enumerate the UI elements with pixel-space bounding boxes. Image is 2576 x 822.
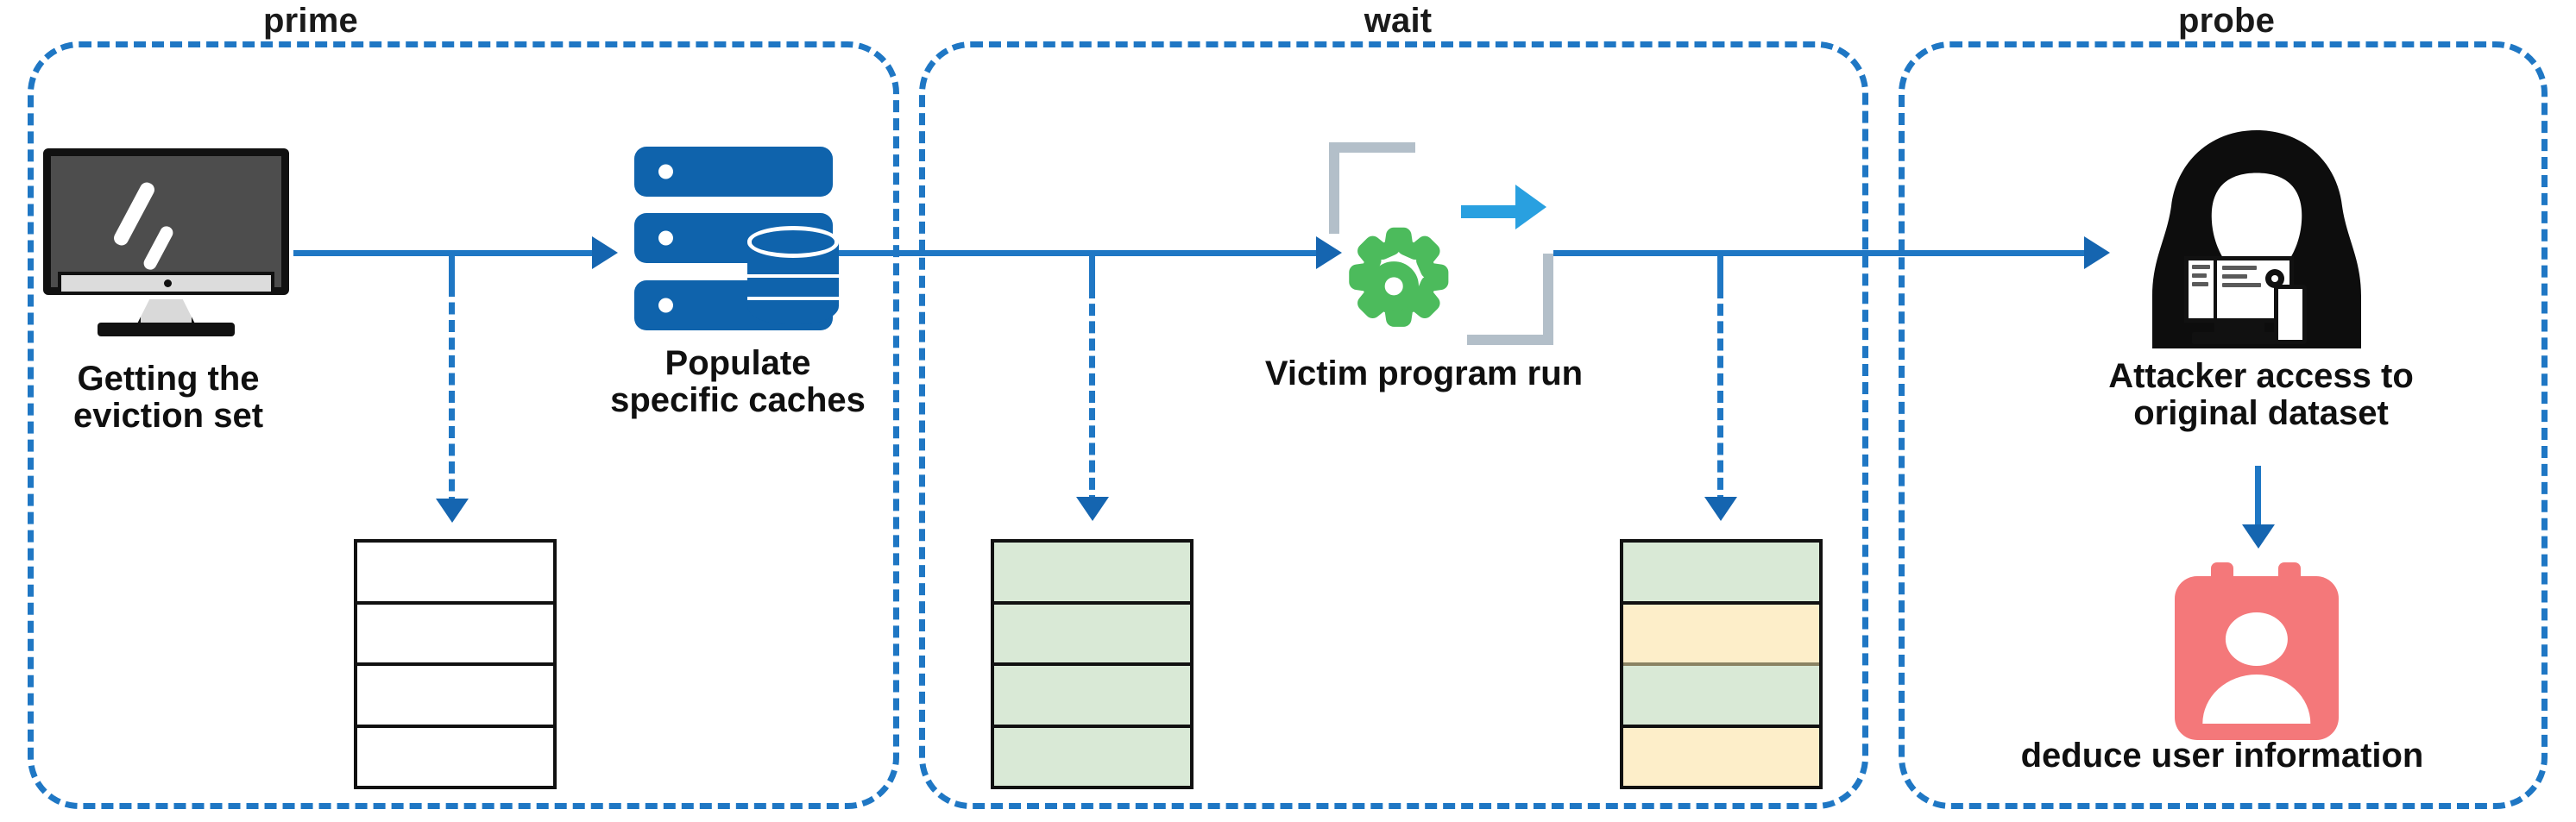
badge-person-head: [2225, 612, 2289, 667]
monitor-slash-upper: [111, 180, 157, 248]
gear-icon: [1349, 227, 1449, 327]
monitor-screen: [51, 156, 281, 288]
bracket-top-left: [1329, 142, 1416, 234]
hacker-screen-line: [2191, 273, 2207, 278]
hacker-screen-line: [2221, 265, 2257, 270]
hacker-phone-icon: [2274, 284, 2307, 344]
phase-label-wait: wait: [1364, 2, 1433, 40]
monitor-stand-neck: [136, 298, 196, 325]
flow-branch-arrowhead-1: [436, 499, 469, 523]
monitor-icon: [43, 148, 289, 347]
cache-cell: [357, 543, 553, 605]
hacker-screen-line: [2191, 264, 2210, 269]
badge-clip-left: [2210, 562, 2233, 585]
hacker-screen-line: [2221, 273, 2247, 279]
monitor-frame: [43, 148, 289, 296]
flow-branch-dash-1: [449, 285, 455, 509]
cache-cell: [994, 727, 1190, 786]
hacker-icon: [2132, 121, 2382, 358]
process-arrow-shaft: [1461, 204, 1529, 218]
probe-cache-table: [1620, 539, 1823, 789]
badge-person-body: [2202, 675, 2311, 724]
phase-box-probe: [1899, 41, 2548, 809]
hacker-screen-right-pane: [2217, 260, 2290, 318]
flow-branch-dash-2: [1089, 286, 1095, 507]
user-badge-icon: [2175, 562, 2339, 740]
server-led: [658, 230, 673, 246]
flow-line-2: [828, 250, 1320, 256]
cache-cell: [357, 666, 553, 728]
flow-arrowhead-3: [2084, 236, 2110, 269]
flow-line-3: [1553, 250, 2088, 256]
database-cylinder: [747, 226, 839, 329]
wait-cache-table: [991, 539, 1194, 789]
phase-box-wait: [919, 41, 1868, 809]
flow-arrowhead-2: [1316, 236, 1342, 269]
hacker-screen-left-pane: [2189, 260, 2217, 318]
hacker-screen-gear-icon: [2264, 269, 2284, 289]
database-top-ellipse: [747, 226, 839, 258]
server-bar-top: [634, 147, 833, 198]
flow-branch-arrowhead-4: [2242, 524, 2275, 549]
phase-label-probe: probe: [2177, 2, 2276, 40]
hacker-monitor-stand: [2214, 322, 2264, 335]
cache-cell: [994, 604, 1190, 666]
flow-arrowhead-1: [592, 236, 618, 269]
monitor-slash-lower: [142, 223, 176, 273]
process-arrow-head: [1515, 185, 1547, 230]
hacker-screen-line: [2221, 282, 2261, 287]
flow-branch-tick-3: [1717, 250, 1723, 286]
flow-branch-dash-3: [1717, 286, 1723, 507]
cache-cell: [1623, 666, 1819, 728]
database-ring: [747, 297, 839, 301]
caption-populate-caches: Populate specific caches: [610, 344, 866, 420]
flow-branch-arrowhead-2: [1076, 497, 1109, 521]
database-ring: [747, 273, 839, 278]
monitor-stand-base: [97, 323, 236, 337]
badge-clip-right: [2277, 562, 2301, 585]
gear-process-icon: [1329, 142, 1553, 345]
caption-deduce-info: deduce user information: [2020, 737, 2424, 775]
caption-eviction-set: Getting the eviction set: [72, 360, 264, 436]
flow-line-1: [293, 250, 595, 256]
server-led: [658, 164, 673, 179]
flow-branch-tick-4: [2255, 466, 2261, 530]
cache-cell: [994, 543, 1190, 605]
server-led: [658, 298, 673, 313]
cache-cell: [1623, 543, 1819, 605]
hacker-monitor-base: [2191, 331, 2287, 344]
cache-cell: [357, 604, 553, 666]
cache-cell: [357, 727, 553, 786]
cache-cell: [994, 666, 1190, 728]
cache-cell: [1623, 727, 1819, 786]
caption-victim-program: Victim program run: [1264, 355, 1584, 392]
prime-cache-table: [354, 539, 557, 789]
cache-cell: [1623, 604, 1819, 666]
phase-label-prime: prime: [263, 2, 358, 40]
flow-branch-tick-1: [449, 250, 455, 285]
flow-branch-arrowhead-3: [1704, 497, 1737, 521]
phase-box-prime: [28, 41, 899, 809]
monitor-power-dot: [163, 279, 172, 287]
caption-attacker-access: Attacker access to original dataset: [2108, 357, 2414, 433]
hacker-screen-line: [2191, 281, 2208, 286]
flow-branch-tick-2: [1089, 250, 1095, 286]
bracket-bottom-right: [1466, 254, 1553, 345]
server-database-icon: [634, 147, 839, 332]
